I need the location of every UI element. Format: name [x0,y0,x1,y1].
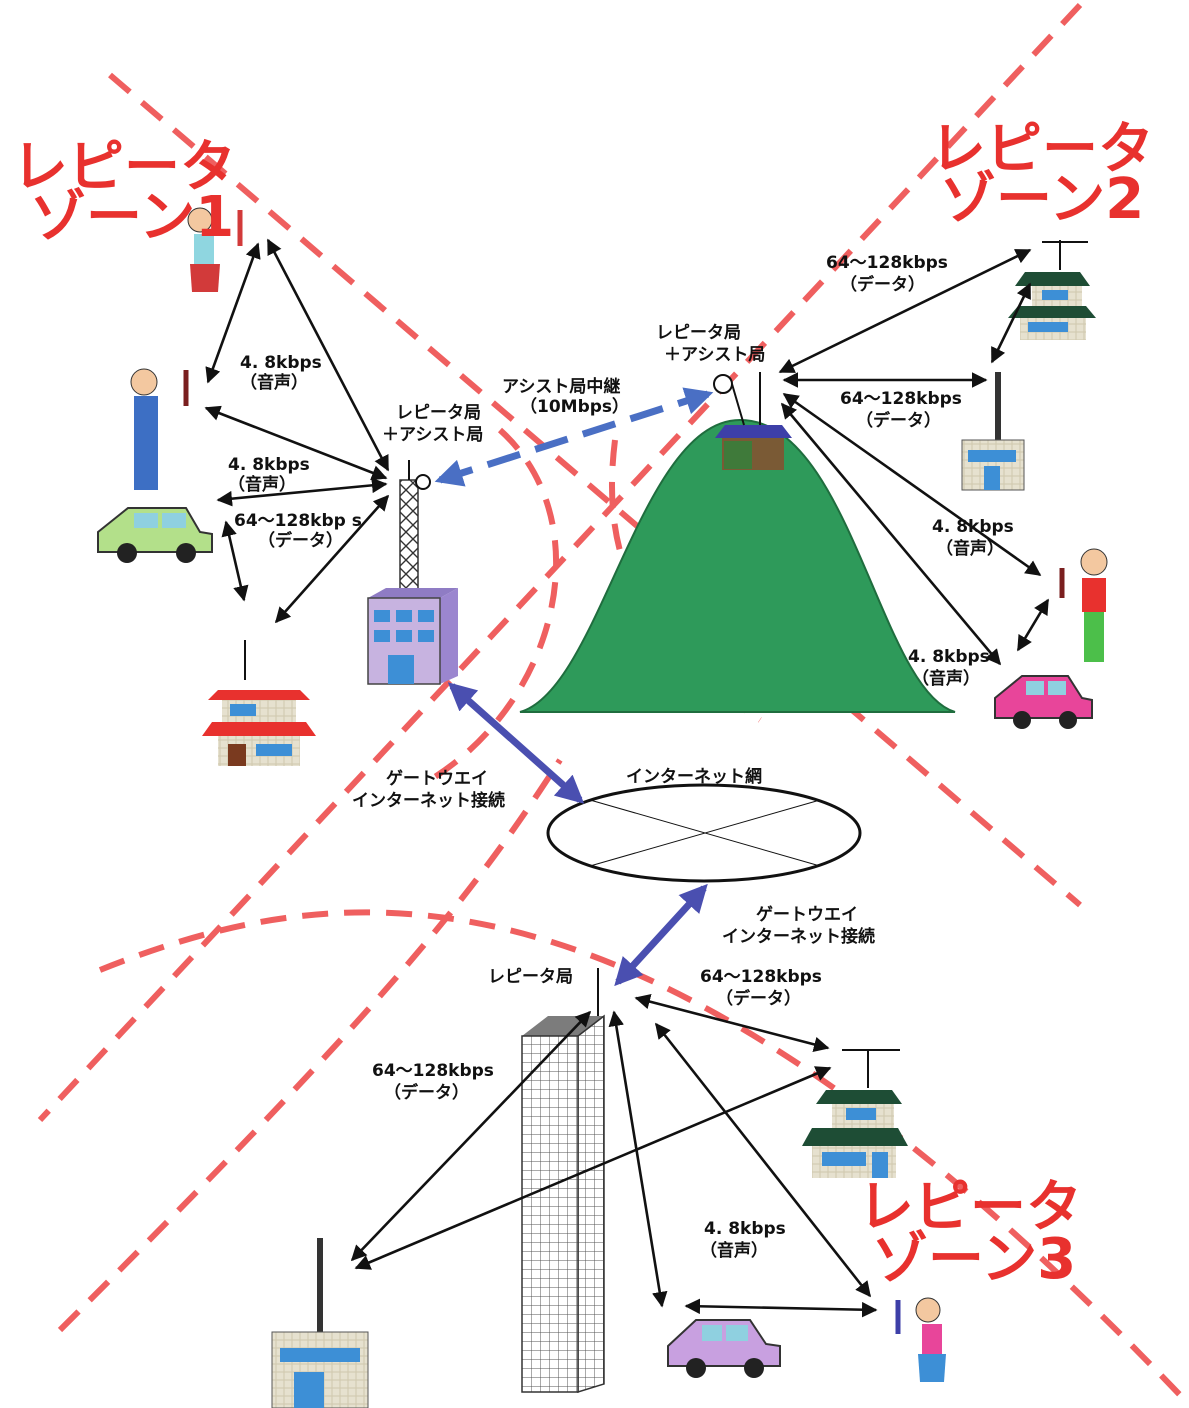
svg-text:アシスト局中継: アシスト局中継 [502,376,620,397]
rate-z3-voice: 4. 8kbps （音声） [700,1219,786,1261]
svg-text:ゾーン1: ゾーン1 [30,185,234,250]
left-station-label: レピータ局 ＋アシスト局 [382,403,483,445]
svg-text:64〜128kbp s: 64〜128kbp s [234,511,362,531]
svg-text:レピータ: レピータ [858,1175,1082,1240]
link-arrows [204,238,1050,1318]
svg-text:4. 8kbps: 4. 8kbps [704,1219,786,1239]
svg-text:（データ）: （データ） [384,1082,469,1103]
svg-text:（データ）: （データ） [856,410,941,431]
gateway-upper-arrow [447,682,585,804]
car-zone1 [97,507,213,563]
svg-text:（音声）: （音声） [936,538,1004,559]
gateway-lower-label: ゲートウエイ インターネット接続 [722,904,875,947]
svg-text:レピータ局: レピータ局 [396,403,481,423]
svg-text:（10Mbps）: （10Mbps） [520,396,629,417]
rate-z3-data-b: 64〜128kbps （データ） [372,1061,494,1103]
zone3-title: レピータ ゾーン3 [858,1175,1082,1292]
svg-text:ゾーン2: ゾーン2 [940,167,1144,232]
bottom-station-label: レピータ局 [488,967,573,987]
office-zone3 [271,1238,369,1408]
svg-text:インターネット接続: インターネット接続 [722,926,875,947]
house-zone3 [802,1049,908,1178]
svg-text:インターネット接続: インターネット接続 [352,790,505,811]
car-zone3 [667,1319,781,1378]
svg-text:ゲートウエイ: ゲートウエイ [756,904,858,925]
mountain-station-label: レピータ局 ＋アシスト局 [656,323,765,365]
person-man-zone1 [130,368,189,490]
svg-text:（データ）: （データ） [840,274,925,295]
svg-text:4. 8kbps: 4. 8kbps [932,517,1014,537]
svg-text:64〜128kbps: 64〜128kbps [372,1061,494,1081]
svg-text:64〜128kbps: 64〜128kbps [840,389,962,409]
svg-text:64〜128kbps: 64〜128kbps [826,253,948,273]
person-man-zone2 [1059,548,1108,662]
house-zone1 [202,640,316,766]
svg-text:レピータ: レピータ [12,135,236,200]
svg-text:（音声）: （音声） [700,1240,768,1261]
svg-text:4. 8kbps: 4. 8kbps [240,353,322,373]
svg-text:4. 8kbps: 4. 8kbps [908,647,990,667]
mountain-station-hut [713,372,792,470]
svg-text:＋アシスト局: ＋アシスト局 [664,345,765,365]
internet-label: インターネット網 [626,766,762,787]
svg-text:4. 8kbps: 4. 8kbps [228,455,310,475]
svg-text:（音声）: （音声） [228,474,296,495]
person-woman-zone3 [895,1297,946,1382]
rate-z1-voice-a: 4. 8kbps （音声） [240,353,322,393]
gateway-lower-arrow [614,883,708,987]
rate-z2-voice-b: 4. 8kbps （音声） [908,647,990,689]
gateway-upper-label: ゲートウエイ インターネット接続 [352,768,505,811]
zone2-title: レピータ ゾーン2 [930,117,1154,232]
svg-text:レピータ局: レピータ局 [656,323,741,343]
svg-text:（データ）: （データ） [258,530,343,551]
car-zone2 [994,675,1093,729]
internet-cloud [546,783,862,883]
assist-relay-label: アシスト局中継 （10Mbps） [502,376,629,417]
rate-z3-data-a: 64〜128kbps （データ） [700,967,822,1009]
svg-text:＋アシスト局: ＋アシスト局 [382,425,483,445]
svg-text:レピータ: レピータ [930,117,1154,182]
rate-z2-data-a: 64〜128kbps （データ） [826,253,948,295]
rate-z1-data: 64〜128kbp s （データ） [234,511,362,551]
rate-z2-voice-a: 4. 8kbps （音声） [932,517,1014,559]
svg-text:ゲートウエイ: ゲートウエイ [386,768,488,789]
svg-text:（データ）: （データ） [716,988,801,1009]
rate-z1-voice-b: 4. 8kbps （音声） [228,455,310,495]
office-zone2 [961,372,1025,491]
left-station-building [367,460,458,685]
svg-text:（音声）: （音声） [912,668,980,689]
rate-z2-data-b: 64〜128kbps （データ） [840,389,962,431]
svg-text:（音声）: （音声） [240,372,308,393]
zone1-title: レピータ ゾーン1 [12,135,236,250]
svg-text:64〜128kbps: 64〜128kbps [700,967,822,987]
svg-text:ゾーン3: ゾーン3 [872,1227,1076,1292]
